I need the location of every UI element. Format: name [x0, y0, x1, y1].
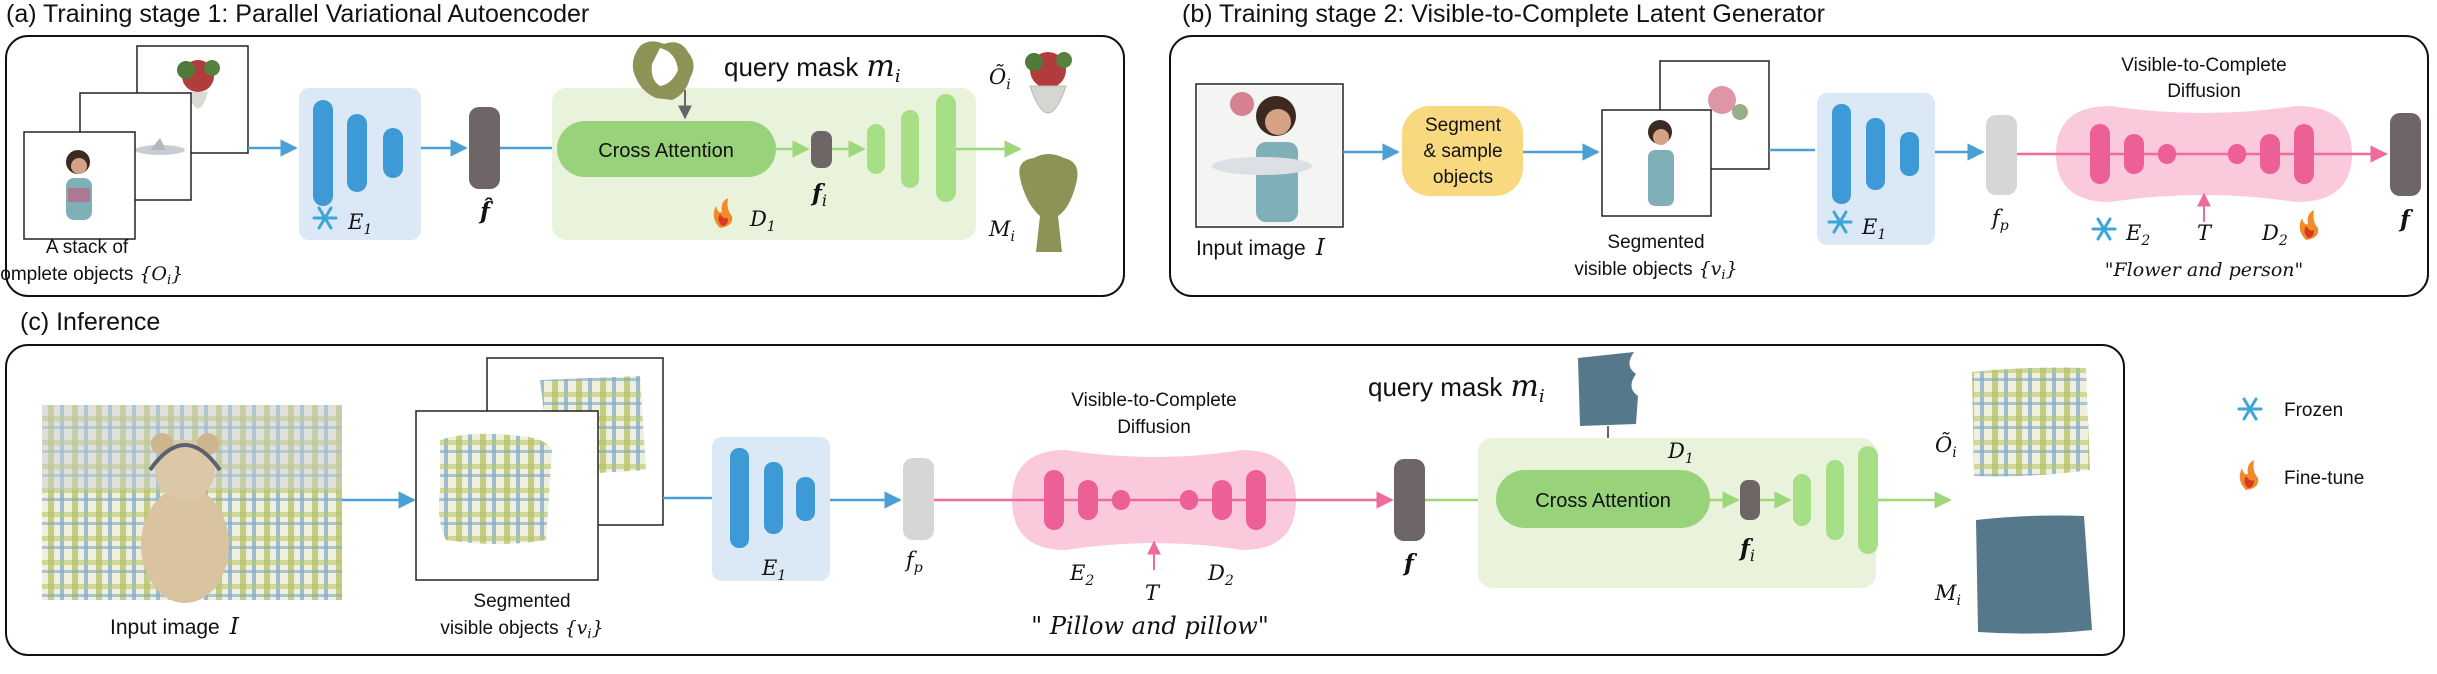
- e2-label-b: E2: [2125, 221, 2150, 249]
- d2-label-c: D2: [1207, 561, 1234, 589]
- prompt-b: "Flower and person": [2105, 259, 2304, 281]
- panel-c-frame: [5, 344, 2125, 656]
- encoder-e1-block: [299, 88, 421, 240]
- e2-label-c: E2: [1069, 561, 1094, 589]
- legend-finetune-label: Fine-tune: [2284, 468, 2364, 489]
- seg-label-b-line2: visible objects{vi}: [1574, 258, 1737, 283]
- encoder-e1-label-b: E1: [1861, 215, 1886, 243]
- panel-a-title: (a) Training stage 1: Parallel Variation…: [6, 0, 589, 28]
- fp-block-b: [1986, 115, 2017, 195]
- decoder-d1-label-c: D1: [1667, 439, 1694, 467]
- panel-c-title: (c) Inference: [20, 308, 160, 336]
- snowflake-icon: [2091, 217, 2117, 241]
- input-image-c: [42, 405, 342, 603]
- output-object-a: [1025, 52, 1072, 114]
- output-mask-c: [1976, 515, 2092, 634]
- output-mask-c-label: Mi: [1934, 581, 1961, 609]
- segment-sample-box: [1402, 106, 1523, 196]
- stack-label-line1: A stack of: [46, 237, 129, 258]
- flower-vase-thumb: [177, 60, 220, 109]
- flame-icon: [713, 198, 733, 228]
- snowflake-icon: [1827, 210, 1853, 234]
- encoder-e1-label-c: E1: [761, 556, 786, 584]
- t-label-c: T: [1145, 581, 1161, 605]
- cross-attention-a-label: Cross Attention: [598, 140, 734, 162]
- encoder-e1-block-c: [712, 437, 830, 581]
- panel-a-frame: [5, 35, 1125, 297]
- query-mask-thumb-c: [1578, 352, 1638, 426]
- latent-f-hat: [469, 107, 500, 189]
- output-object-a-label: Õi: [989, 65, 1011, 93]
- output-mask-a: [1019, 154, 1078, 252]
- segment-line3: objects: [1433, 167, 1493, 188]
- output-object-c-label: Õi: [1935, 433, 1957, 461]
- segment-line2: & sample: [1423, 141, 1502, 162]
- decoder-d1-label-a: D1: [749, 207, 776, 235]
- t-label-b: T: [2197, 221, 2213, 245]
- panel-b: (b) Training stage 2: Visible-to-Complet…: [1169, 0, 2429, 297]
- seg-label-c-line2: visible objects{vi}: [440, 617, 603, 642]
- fp-label-c: fp: [904, 548, 923, 576]
- prompt-c: " Pillow and pillow": [1031, 612, 1269, 640]
- encoder-e1-block-b: [1817, 93, 1935, 245]
- fp-label-b: fp: [1990, 206, 2009, 234]
- flame-icon: [2299, 210, 2319, 240]
- flame-icon: [2239, 460, 2259, 490]
- snowflake-icon: [2237, 397, 2263, 421]
- object-stack: [23, 45, 249, 240]
- diffusion-c-line1: Visible-to-Complete: [1071, 390, 1236, 411]
- output-object-c: [1972, 367, 2090, 477]
- cross-attention-a: [557, 121, 776, 177]
- diffusion-b-line1: Visible-to-Complete: [2121, 55, 2286, 76]
- fp-block-c: [903, 458, 934, 540]
- feature-fi-c: [1740, 480, 1760, 520]
- person-thumb: [66, 150, 92, 220]
- cross-attention-c-label: Cross Attention: [1535, 490, 1671, 512]
- legend-frozen-label: Frozen: [2284, 400, 2343, 421]
- panel-a: (a) Training stage 1: Parallel Variation…: [0, 0, 1125, 297]
- latent-f-hat-label: f̂: [478, 198, 494, 225]
- diffusion-b-line2: Diffusion: [2167, 81, 2241, 102]
- seg-label-b-line1: Segmented: [1607, 232, 1704, 253]
- latent-f-c: [1394, 459, 1425, 541]
- cross-attention-c: [1496, 470, 1710, 528]
- legend: Frozen Fine-tune: [2237, 397, 2364, 490]
- d2-label-b: D2: [2261, 221, 2288, 249]
- output-f-b-label: f: [2398, 206, 2414, 233]
- snowflake-icon: [312, 206, 338, 230]
- panel-b-frame: [1169, 35, 2429, 297]
- seg-label-c-line1: Segmented: [473, 591, 570, 612]
- panel-b-title: (b) Training stage 2: Visible-to-Complet…: [1182, 0, 1825, 28]
- stack-label-line2: complete objects{Oi}: [0, 263, 183, 288]
- diffusion-c-line2: Diffusion: [1117, 417, 1191, 438]
- airplane-thumb: [135, 138, 185, 155]
- query-mask-thumb-a: [632, 41, 694, 100]
- segmented-stack-b: [1601, 60, 1770, 217]
- segmented-stack-c: [415, 357, 664, 581]
- feature-fi-a: [811, 131, 832, 168]
- output-f-b: [2390, 113, 2421, 196]
- encoder-e1-label: E1: [347, 210, 372, 238]
- input-image-b: [1195, 83, 1344, 228]
- latent-f-c-label: f: [1402, 550, 1418, 577]
- segment-line1: Segment: [1425, 115, 1502, 136]
- output-mask-a-label: Mi: [988, 217, 1015, 245]
